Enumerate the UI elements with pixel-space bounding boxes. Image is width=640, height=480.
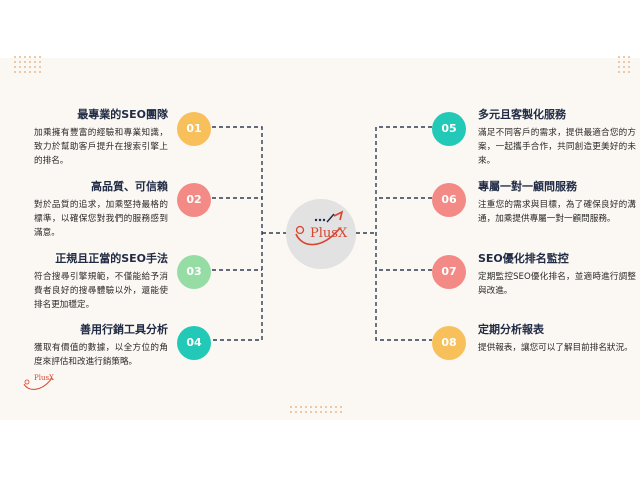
dot bbox=[623, 56, 625, 58]
dot bbox=[300, 406, 302, 408]
step-number-01: 01 bbox=[177, 112, 211, 146]
dot bbox=[34, 56, 36, 58]
dot bbox=[628, 56, 630, 58]
dot bbox=[315, 406, 317, 408]
dot bbox=[39, 56, 41, 58]
step-number-03: 03 bbox=[177, 255, 211, 289]
dot bbox=[618, 61, 620, 63]
feature-item-03: 正規且正當的SEO手法符合搜尋引擎規範，不僅能給予消費者良好的搜尋體驗以外，還能… bbox=[0, 252, 168, 312]
dot bbox=[39, 61, 41, 63]
dot bbox=[290, 406, 292, 408]
dot bbox=[628, 61, 630, 63]
feature-description: 加乘擁有豐富的經驗和專業知識，致力於幫助客戶提升在搜索引擎上的排名。 bbox=[34, 128, 168, 166]
feature-title: 高品質、可信賴 bbox=[91, 180, 168, 193]
feature-item-02: 高品質、可信賴對於品質的追求，加乘堅持最格的標準，以確保您對我們的服務感到滿意。 bbox=[0, 180, 168, 240]
feature-description: 對於品質的追求，加乘堅持最格的標準，以確保您對我們的服務感到滿意。 bbox=[34, 200, 168, 238]
dot bbox=[628, 66, 630, 68]
dot bbox=[14, 56, 16, 58]
corner-logo-icon bbox=[23, 377, 53, 390]
center-logo-text: PlusX bbox=[310, 226, 348, 241]
step-number-08: 08 bbox=[432, 326, 466, 360]
dot bbox=[29, 66, 31, 68]
dot bbox=[618, 66, 620, 68]
feature-item-08: 定期分析報表提供報表，讓您可以了解目前排名狀況。 bbox=[478, 323, 636, 355]
dot bbox=[14, 61, 16, 63]
corner-logo-text: PlusX bbox=[34, 374, 55, 382]
dot bbox=[623, 66, 625, 68]
feature-description: 符合搜尋引擎規範，不僅能給予消費者良好的搜尋體驗以外，還能使排名更加穩定。 bbox=[34, 272, 168, 310]
dot bbox=[295, 411, 297, 413]
dot bbox=[39, 66, 41, 68]
dot bbox=[305, 411, 307, 413]
feature-item-07: SEO優化排名監控定期監控SEO優化排名，並適時進行調整與改進。 bbox=[478, 252, 636, 298]
logo-swoosh-icon bbox=[295, 210, 344, 246]
dot bbox=[335, 406, 337, 408]
dot bbox=[628, 71, 630, 73]
feature-item-01: 最專業的SEO團隊加乘擁有豐富的經驗和專業知識，致力於幫助客戶提升在搜索引擎上的… bbox=[0, 108, 168, 168]
dot bbox=[623, 61, 625, 63]
dot bbox=[19, 66, 21, 68]
dot bbox=[29, 56, 31, 58]
dot bbox=[335, 411, 337, 413]
feature-description: 獲取有價值的數據，以全方位的角度來評估和改進行銷策略。 bbox=[34, 343, 168, 367]
dot bbox=[19, 71, 21, 73]
dot bbox=[305, 406, 307, 408]
dot bbox=[29, 61, 31, 63]
dot bbox=[19, 61, 21, 63]
decorative-dots-top-right bbox=[618, 56, 630, 73]
feature-description: 滿足不同客戶的需求，提供最適合您的方案，一起攜手合作，共同創造更美好的未來。 bbox=[478, 128, 636, 166]
dot bbox=[623, 71, 625, 73]
center-logo-circle bbox=[286, 199, 356, 269]
step-number-02: 02 bbox=[177, 183, 211, 217]
dot bbox=[618, 71, 620, 73]
dot bbox=[290, 411, 292, 413]
feature-description: 定期監控SEO優化排名，並適時進行調整與改進。 bbox=[478, 272, 636, 296]
feature-description: 注重您的需求與目標，為了確保良好的溝通，加乘提供專屬一對一顧問服務。 bbox=[478, 200, 636, 224]
feature-title: 最專業的SEO團隊 bbox=[77, 108, 168, 121]
step-number-05: 05 bbox=[432, 112, 466, 146]
dot bbox=[325, 406, 327, 408]
feature-item-05: 多元且客製化服務滿足不同客戶的需求，提供最適合您的方案，一起攜手合作，共同創造更… bbox=[478, 108, 636, 168]
dot bbox=[320, 411, 322, 413]
dot bbox=[295, 406, 297, 408]
dot bbox=[618, 56, 620, 58]
dot bbox=[325, 411, 327, 413]
dot bbox=[315, 411, 317, 413]
feature-title: 多元且客製化服務 bbox=[478, 108, 566, 121]
dot bbox=[24, 71, 26, 73]
feature-item-04: 善用行銷工具分析獲取有價值的數據，以全方位的角度來評估和改進行銷策略。 bbox=[0, 323, 168, 369]
dot bbox=[320, 406, 322, 408]
feature-title: 定期分析報表 bbox=[478, 323, 544, 336]
dot bbox=[34, 66, 36, 68]
dot bbox=[19, 56, 21, 58]
step-number-04: 04 bbox=[177, 326, 211, 360]
feature-title: SEO優化排名監控 bbox=[478, 252, 569, 265]
feature-item-06: 專屬一對一顧問服務注重您的需求與目標，為了確保良好的溝通，加乘提供專屬一對一顧問… bbox=[478, 180, 636, 226]
dot bbox=[300, 411, 302, 413]
feature-description: 提供報表，讓您可以了解目前排名狀況。 bbox=[478, 343, 633, 353]
dot bbox=[310, 411, 312, 413]
dot bbox=[29, 71, 31, 73]
dot bbox=[34, 71, 36, 73]
decorative-dots-bottom bbox=[290, 406, 342, 413]
dot bbox=[14, 66, 16, 68]
dot bbox=[14, 71, 16, 73]
decorative-dots-top-left bbox=[14, 56, 41, 73]
dot bbox=[340, 406, 342, 408]
feature-title: 正規且正當的SEO手法 bbox=[55, 252, 168, 265]
step-number-07: 07 bbox=[432, 255, 466, 289]
dot bbox=[24, 66, 26, 68]
feature-title: 專屬一對一顧問服務 bbox=[478, 180, 577, 193]
feature-title: 善用行銷工具分析 bbox=[80, 323, 168, 336]
dot bbox=[340, 411, 342, 413]
dot bbox=[330, 406, 332, 408]
dot bbox=[34, 61, 36, 63]
dot bbox=[330, 411, 332, 413]
dot bbox=[39, 71, 41, 73]
dot bbox=[310, 406, 312, 408]
dot bbox=[24, 61, 26, 63]
dot bbox=[24, 56, 26, 58]
step-number-06: 06 bbox=[432, 183, 466, 217]
